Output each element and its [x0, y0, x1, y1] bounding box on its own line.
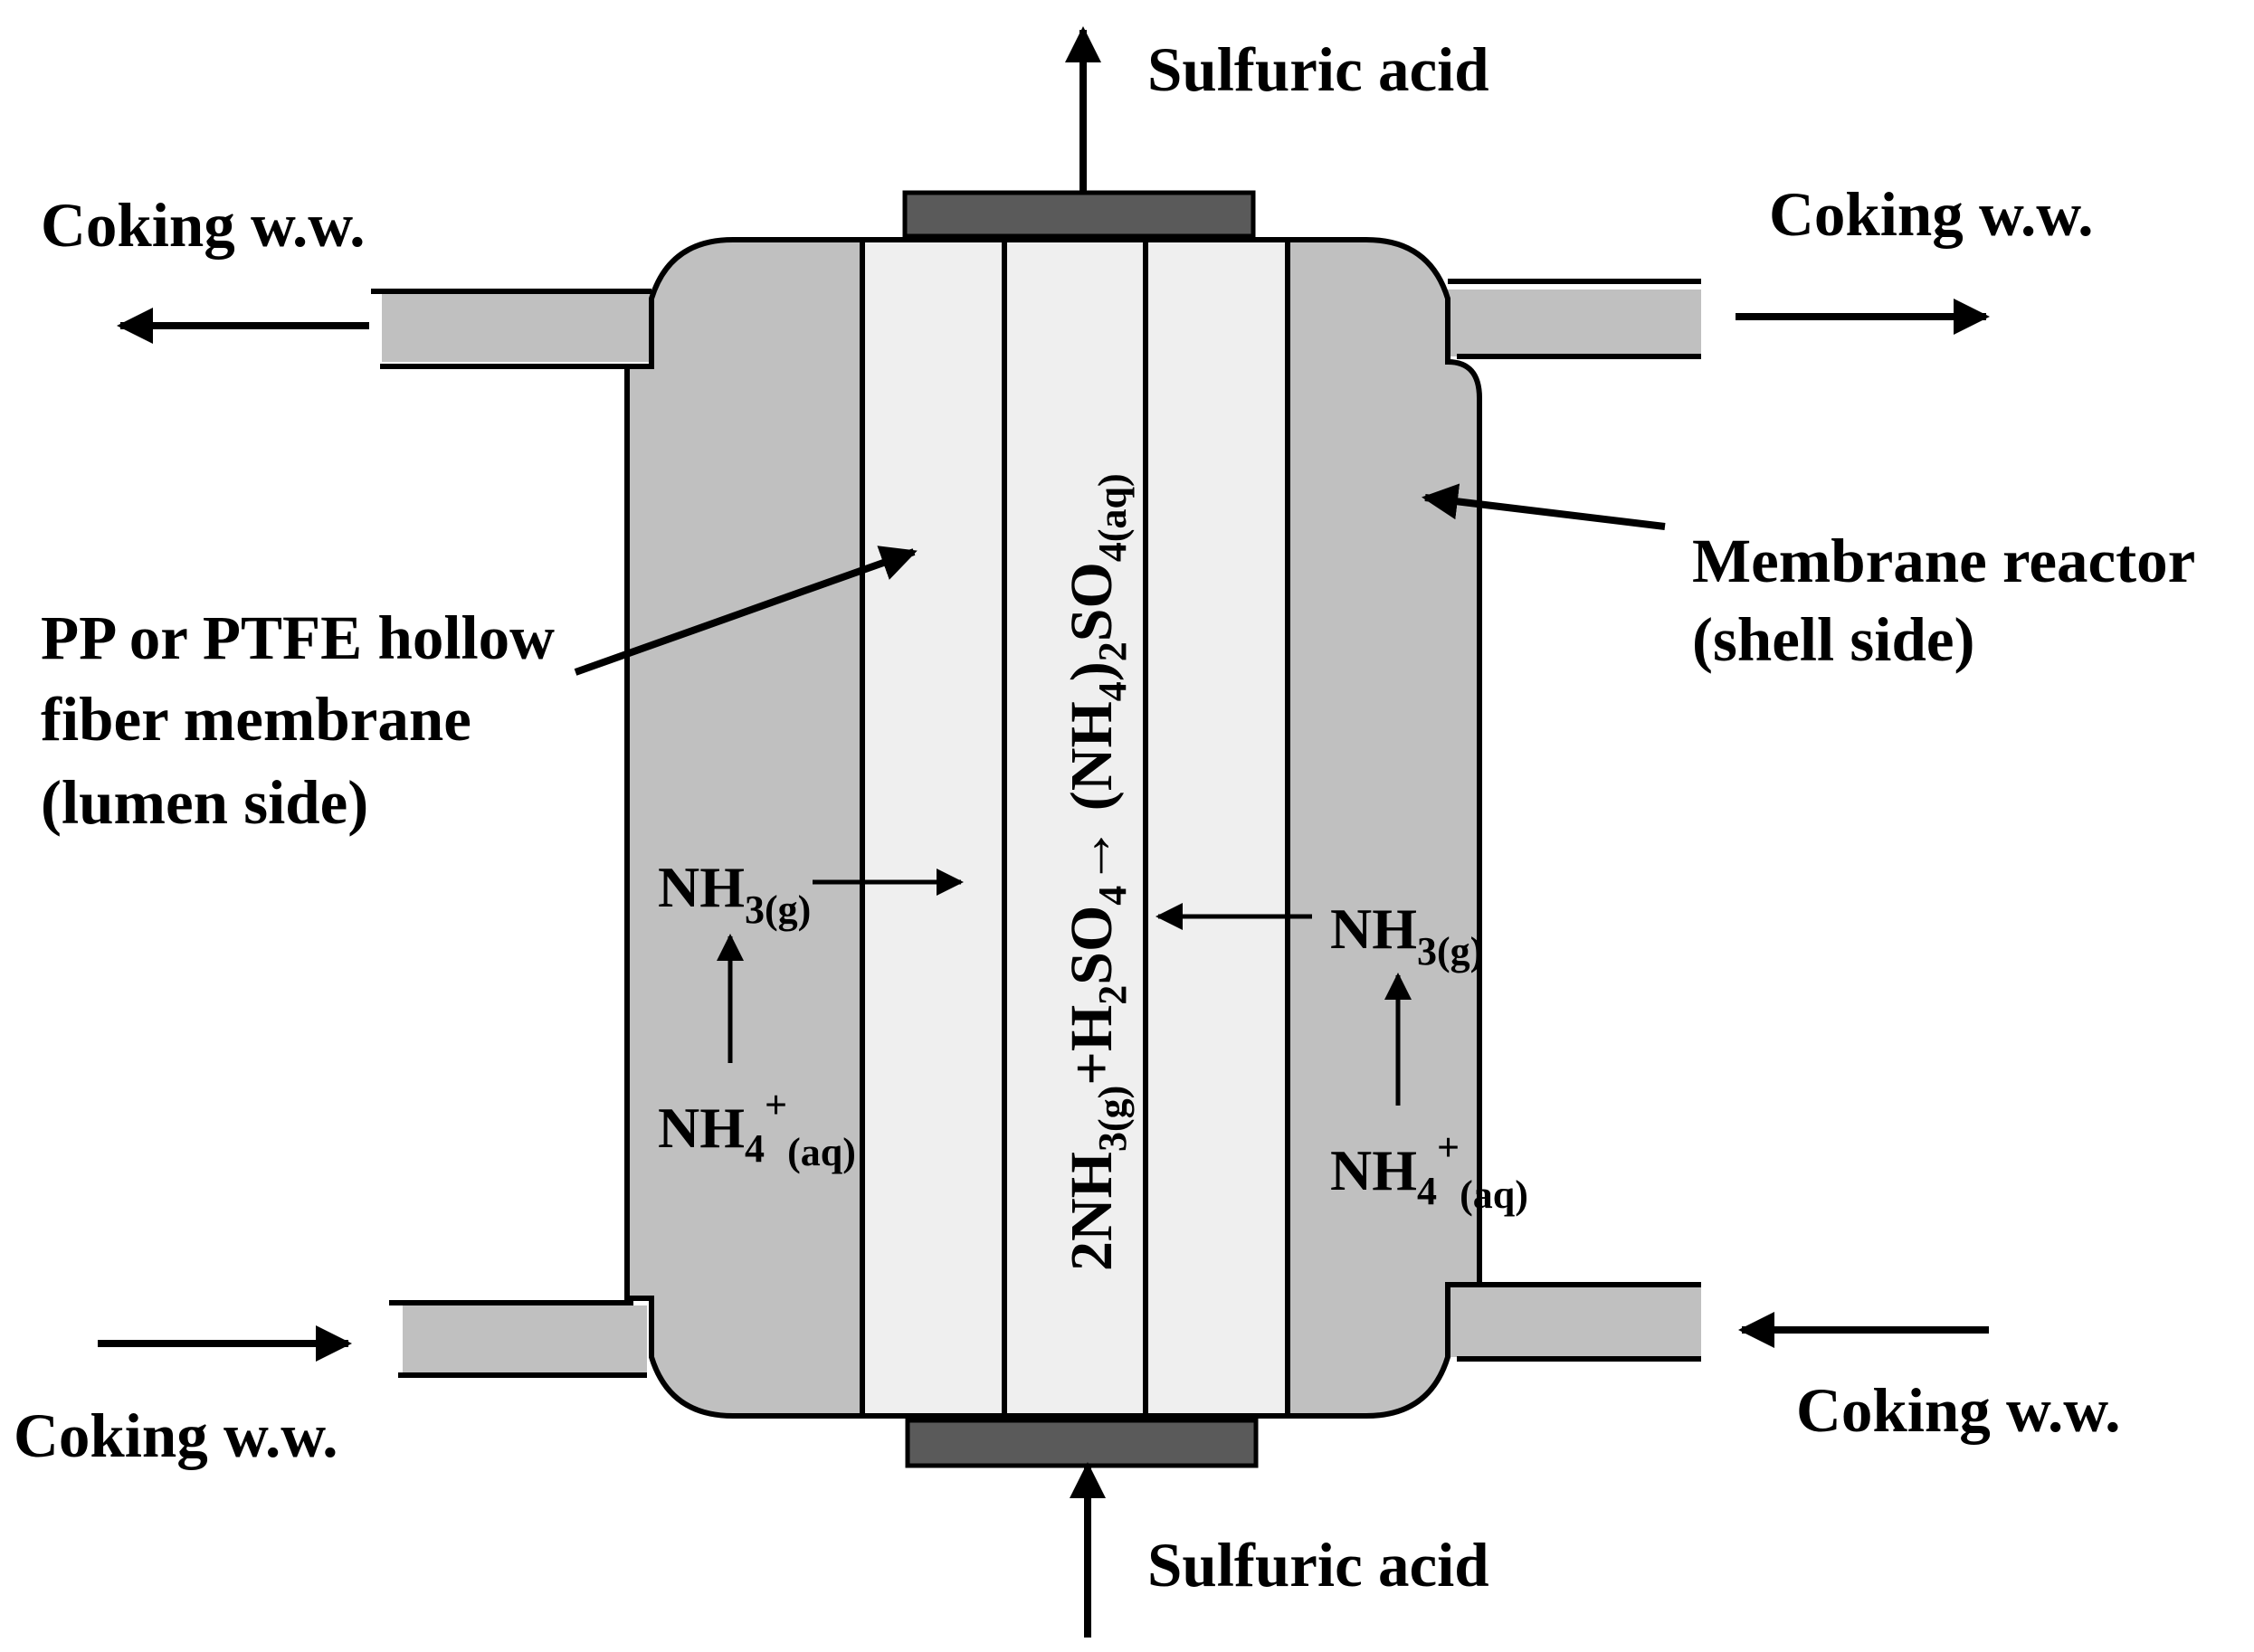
shell-pointer-arrow	[1422, 483, 1666, 530]
nh4-aq-left: NH4+(aq)	[658, 1083, 856, 1174]
hollow-fiber-label-line3: (lumen side)	[41, 768, 368, 837]
fiber-walls	[860, 242, 1290, 1414]
nh3-gas-left: NH3(g)	[658, 855, 811, 932]
sulfuric-acid-top-label: Sulfuric acid	[1147, 35, 1489, 104]
coking-bottom-right-label: Coking w.w.	[1796, 1376, 2121, 1445]
coking-top-right-label: Coking w.w.	[1769, 180, 2094, 249]
hollow-fiber-label-line2: fiber membrane	[41, 685, 471, 754]
bottom-right-port	[1448, 1282, 1701, 1362]
coking-top-left-label: Coking w.w.	[41, 191, 366, 260]
bottom-cap	[905, 1418, 1259, 1468]
nh4-aq-right: NH4+(aq)	[1330, 1125, 1528, 1217]
hollow-fiber-label-line1: PP or PTFE hollow	[41, 603, 555, 672]
fiber-pointer-arrow	[574, 546, 918, 676]
top-left-port	[371, 289, 653, 369]
top-cap	[902, 190, 1256, 239]
bottom-left-port	[389, 1300, 647, 1378]
reaction-equation: 2NH3(g)+H2SO4→ (NH4)2SO4(aq)	[1059, 473, 1135, 1271]
coking-bottom-left-label: Coking w.w.	[14, 1401, 338, 1470]
membrane-reactor-label: Membrane reactor	[1692, 527, 2195, 595]
nh3-gas-right: NH3(g)	[1330, 897, 1483, 973]
shell-side-label: (shell side)	[1692, 605, 1974, 674]
hollow-fiber-region	[862, 242, 1288, 1413]
sulfuric-acid-bottom-label: Sulfuric acid	[1147, 1531, 1489, 1600]
top-right-port	[1448, 279, 1701, 359]
